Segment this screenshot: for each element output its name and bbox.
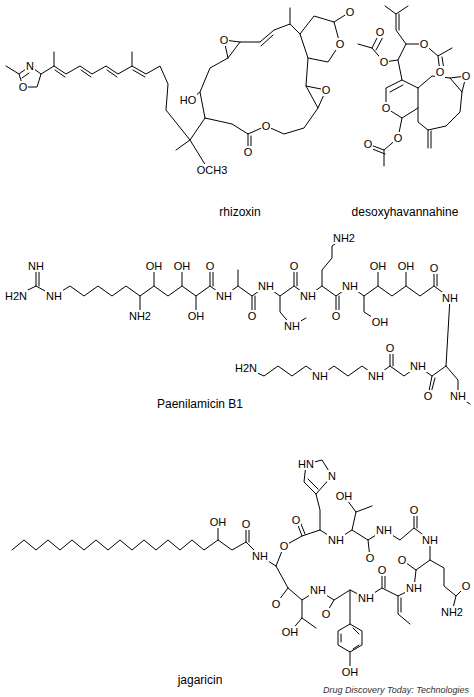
atom-label: O bbox=[393, 132, 404, 144]
compound-name: desoxyhavannahine bbox=[351, 205, 460, 219]
rhizoxin-double-bonds bbox=[22, 35, 273, 150]
atom-label: HO bbox=[179, 94, 198, 106]
atom-label: O bbox=[379, 56, 390, 68]
atom-label: OH bbox=[341, 666, 360, 678]
atom-label: O bbox=[261, 120, 272, 132]
atom-label: OH bbox=[173, 260, 192, 272]
atom-label: O bbox=[271, 598, 282, 610]
atom-label: O bbox=[335, 38, 346, 50]
atom-label: O bbox=[345, 6, 356, 18]
atom-label: NH bbox=[375, 524, 393, 536]
atom-label: O bbox=[385, 342, 396, 354]
atom-label: OH bbox=[145, 260, 164, 272]
atom-label: O bbox=[419, 38, 430, 50]
atom-label: NH bbox=[409, 360, 427, 372]
jagaricin-double-bonds bbox=[249, 479, 417, 649]
atom-label: O bbox=[243, 146, 254, 158]
atom-label: NH bbox=[341, 280, 359, 292]
atom-label: NH bbox=[283, 320, 301, 332]
atom-label: O bbox=[219, 34, 230, 46]
atom-label: OH bbox=[371, 316, 390, 328]
atom-label: O bbox=[289, 260, 300, 272]
rhizoxin-skeleton bbox=[6, 8, 350, 166]
atom-label: O bbox=[321, 84, 332, 96]
atom-label: OH bbox=[397, 260, 416, 272]
atom-label: NH bbox=[257, 280, 275, 292]
atom-label: NH2 bbox=[128, 310, 152, 322]
atom-label: O bbox=[205, 260, 216, 272]
atom-label: NH bbox=[215, 290, 233, 302]
atom-label: H2N bbox=[234, 362, 258, 374]
atom-label: OH bbox=[187, 310, 206, 322]
desoxyhavannahine-skeleton bbox=[358, 6, 466, 166]
atom-label: O bbox=[331, 310, 342, 322]
atom-label: NH bbox=[405, 582, 423, 594]
atom-label: O bbox=[429, 262, 440, 274]
atom-label: OH bbox=[335, 490, 354, 502]
atom-label: NH bbox=[311, 370, 329, 382]
atom-label: NH bbox=[251, 550, 269, 562]
atom-label: O bbox=[18, 81, 29, 93]
atom-label: O bbox=[365, 552, 376, 564]
atom-label: NH bbox=[441, 292, 459, 304]
atom-label: OH bbox=[209, 516, 228, 528]
atom-label: NH bbox=[45, 290, 63, 302]
paenilamicin-double-bonds bbox=[39, 269, 437, 393]
atom-label: O bbox=[375, 26, 386, 38]
compound-name: Paenilamicin B1 bbox=[156, 397, 244, 411]
atom-label: OCH3 bbox=[196, 164, 229, 176]
atom-label: N bbox=[25, 60, 35, 72]
atom-label: NH bbox=[327, 534, 345, 546]
atom-label: NH bbox=[27, 260, 45, 272]
atom-label: NH bbox=[367, 370, 385, 382]
desoxyhavannahine-double-bonds bbox=[370, 14, 444, 154]
atom-label: NH bbox=[421, 534, 439, 546]
atom-label: HN bbox=[297, 458, 315, 470]
atom-label: O bbox=[435, 66, 446, 78]
compound-name: jagaricin bbox=[177, 673, 224, 687]
atom-label: O bbox=[461, 580, 472, 592]
credit-line: Drug Discovery Today: Technologies bbox=[322, 685, 470, 696]
atom-label: O bbox=[321, 608, 332, 620]
atom-label: NH2 bbox=[332, 232, 356, 244]
atom-label: O bbox=[409, 504, 420, 516]
atom-label: O bbox=[241, 518, 252, 530]
atom-label: O bbox=[247, 310, 258, 322]
atom-label: NH2 bbox=[440, 606, 464, 618]
atom-label: OH bbox=[369, 260, 388, 272]
atom-label: H2N bbox=[4, 290, 28, 302]
atom-label: O bbox=[381, 102, 392, 114]
atom-label: NH bbox=[309, 584, 327, 596]
atom-label: O bbox=[279, 540, 290, 552]
atom-label: O bbox=[461, 70, 472, 82]
atom-label: OH bbox=[281, 626, 300, 638]
atom-label: NH bbox=[449, 390, 467, 402]
paenilamicin-skeleton bbox=[16, 238, 470, 404]
atom-label: NH bbox=[299, 290, 317, 302]
atom-label: O bbox=[291, 514, 302, 526]
jagaricin-skeleton bbox=[12, 460, 466, 672]
atom-label: O bbox=[377, 564, 388, 576]
compound-name: rhizoxin bbox=[218, 205, 261, 219]
atom-label: O bbox=[363, 138, 374, 150]
atom-label: O bbox=[423, 390, 434, 402]
atom-label: NH bbox=[357, 592, 375, 604]
atom-label: N bbox=[327, 470, 337, 482]
atom-label: O bbox=[397, 554, 408, 566]
